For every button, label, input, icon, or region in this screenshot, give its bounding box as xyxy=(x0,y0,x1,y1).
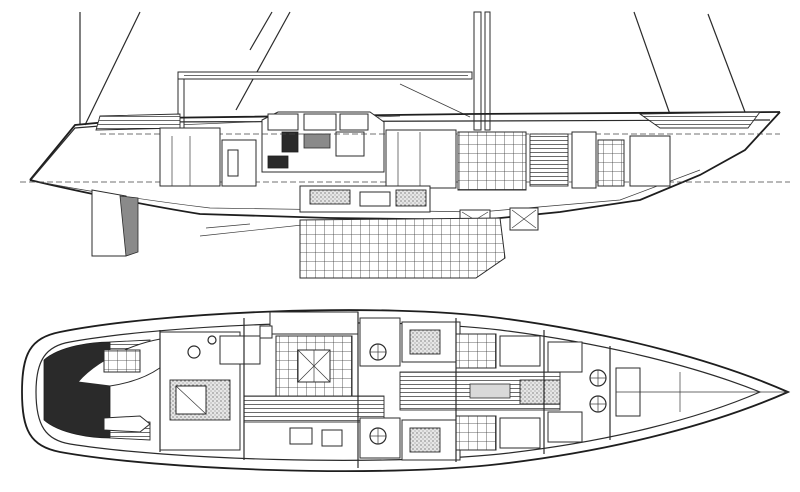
rudder xyxy=(91,189,139,257)
main-mast xyxy=(473,11,491,131)
plan-view xyxy=(21,309,791,473)
stern-skylight xyxy=(103,415,151,433)
keel xyxy=(299,217,506,279)
deckhouse xyxy=(261,111,385,173)
profile-interior xyxy=(159,127,671,237)
forward-cabins xyxy=(359,317,641,461)
profile-view xyxy=(20,11,790,279)
rigging xyxy=(79,11,749,127)
aft-cabin xyxy=(159,331,261,451)
dinghy xyxy=(77,337,179,387)
saloon xyxy=(243,311,385,447)
plan-bulkheads xyxy=(159,312,611,468)
deck-line xyxy=(29,111,781,182)
boom xyxy=(177,71,473,80)
